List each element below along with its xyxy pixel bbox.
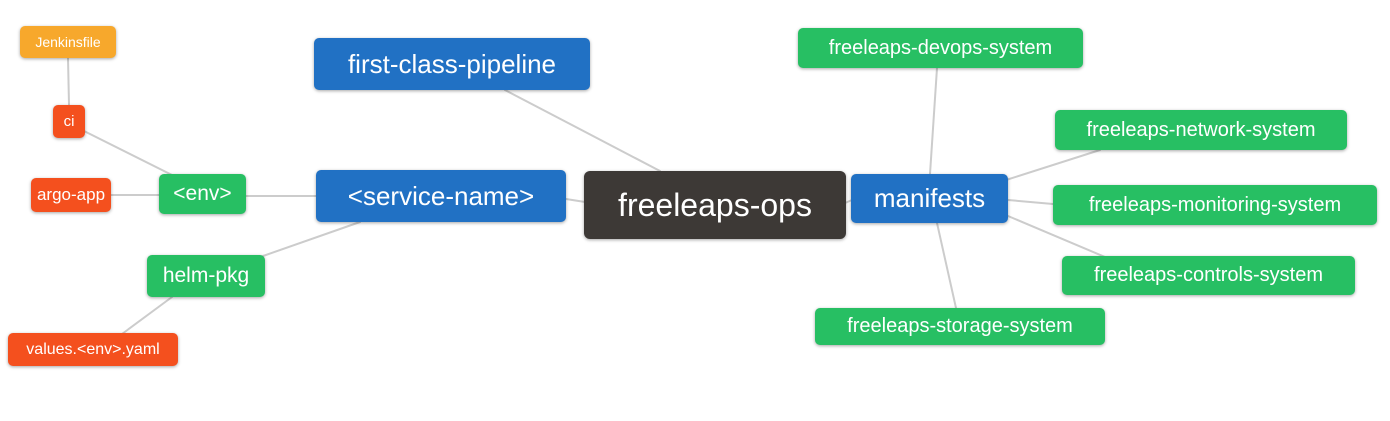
node-env[interactable]: <env>	[159, 174, 246, 214]
node-ci[interactable]: ci	[53, 105, 85, 138]
node-values-env-yaml[interactable]: values.<env>.yaml	[8, 333, 178, 366]
node-manifests[interactable]: manifests	[851, 174, 1008, 223]
node-helm-pkg[interactable]: helm-pkg	[147, 255, 265, 297]
edge-pipeline-ops	[504, 89, 661, 172]
node-first-class-pipeline-label: first-class-pipeline	[347, 48, 557, 79]
edge-ci-env	[83, 130, 177, 178]
node-jenkinsfile[interactable]: Jenkinsfile	[20, 26, 116, 58]
node-freeleaps-devops-system-label: freeleaps-devops-system	[828, 36, 1053, 59]
node-freeleaps-controls-system-label: freeleaps-controls-system	[1094, 264, 1323, 286]
node-values-env-yaml-label: values.<env>.yaml	[26, 340, 160, 358]
node-freeleaps-monitoring-system-label: freeleaps-monitoring-system	[1088, 193, 1342, 216]
edge-manifests-network	[1005, 149, 1101, 181]
node-freeleaps-storage-system[interactable]: freeleaps-storage-system	[815, 308, 1105, 345]
node-freeleaps-controls-system[interactable]: freeleaps-controls-system	[1062, 256, 1355, 295]
node-freeleaps-ops[interactable]: freeleaps-ops	[584, 171, 846, 239]
node-freeleaps-ops-label: freeleaps-ops	[618, 186, 812, 223]
node-jenkinsfile-label: Jenkinsfile	[35, 34, 101, 50]
node-freeleaps-monitoring-system[interactable]: freeleaps-monitoring-system	[1053, 185, 1377, 225]
node-helm-pkg-label: helm-pkg	[162, 264, 250, 287]
edge-manifests-monitoring	[1007, 199, 1054, 205]
node-manifests-label: manifests	[873, 183, 986, 213]
node-service-name[interactable]: <service-name>	[316, 170, 566, 222]
edge-manifests-controls	[1007, 215, 1106, 258]
edge-service-name-helm-pkg	[262, 221, 361, 257]
node-ci-label: ci	[63, 113, 75, 130]
edge-jenkinsfile-ci	[67, 57, 70, 106]
node-service-name-label: <service-name>	[347, 180, 535, 211]
node-argo-app-label: argo-app	[36, 185, 106, 204]
edge-service-name-ops	[565, 198, 586, 203]
node-first-class-pipeline[interactable]: first-class-pipeline	[314, 38, 590, 90]
node-env-label: <env>	[173, 182, 232, 205]
edge-manifests-devops	[929, 67, 938, 175]
node-argo-app[interactable]: argo-app	[31, 178, 111, 212]
edge-ops-manifests	[844, 199, 853, 204]
node-freeleaps-storage-system-label: freeleaps-storage-system	[847, 315, 1073, 337]
node-freeleaps-devops-system[interactable]: freeleaps-devops-system	[798, 28, 1083, 68]
node-freeleaps-network-system-label: freeleaps-network-system	[1086, 118, 1316, 141]
node-freeleaps-network-system[interactable]: freeleaps-network-system	[1055, 110, 1347, 150]
edge-helm-pkg-values	[121, 296, 173, 335]
edge-manifests-storage	[936, 222, 957, 309]
